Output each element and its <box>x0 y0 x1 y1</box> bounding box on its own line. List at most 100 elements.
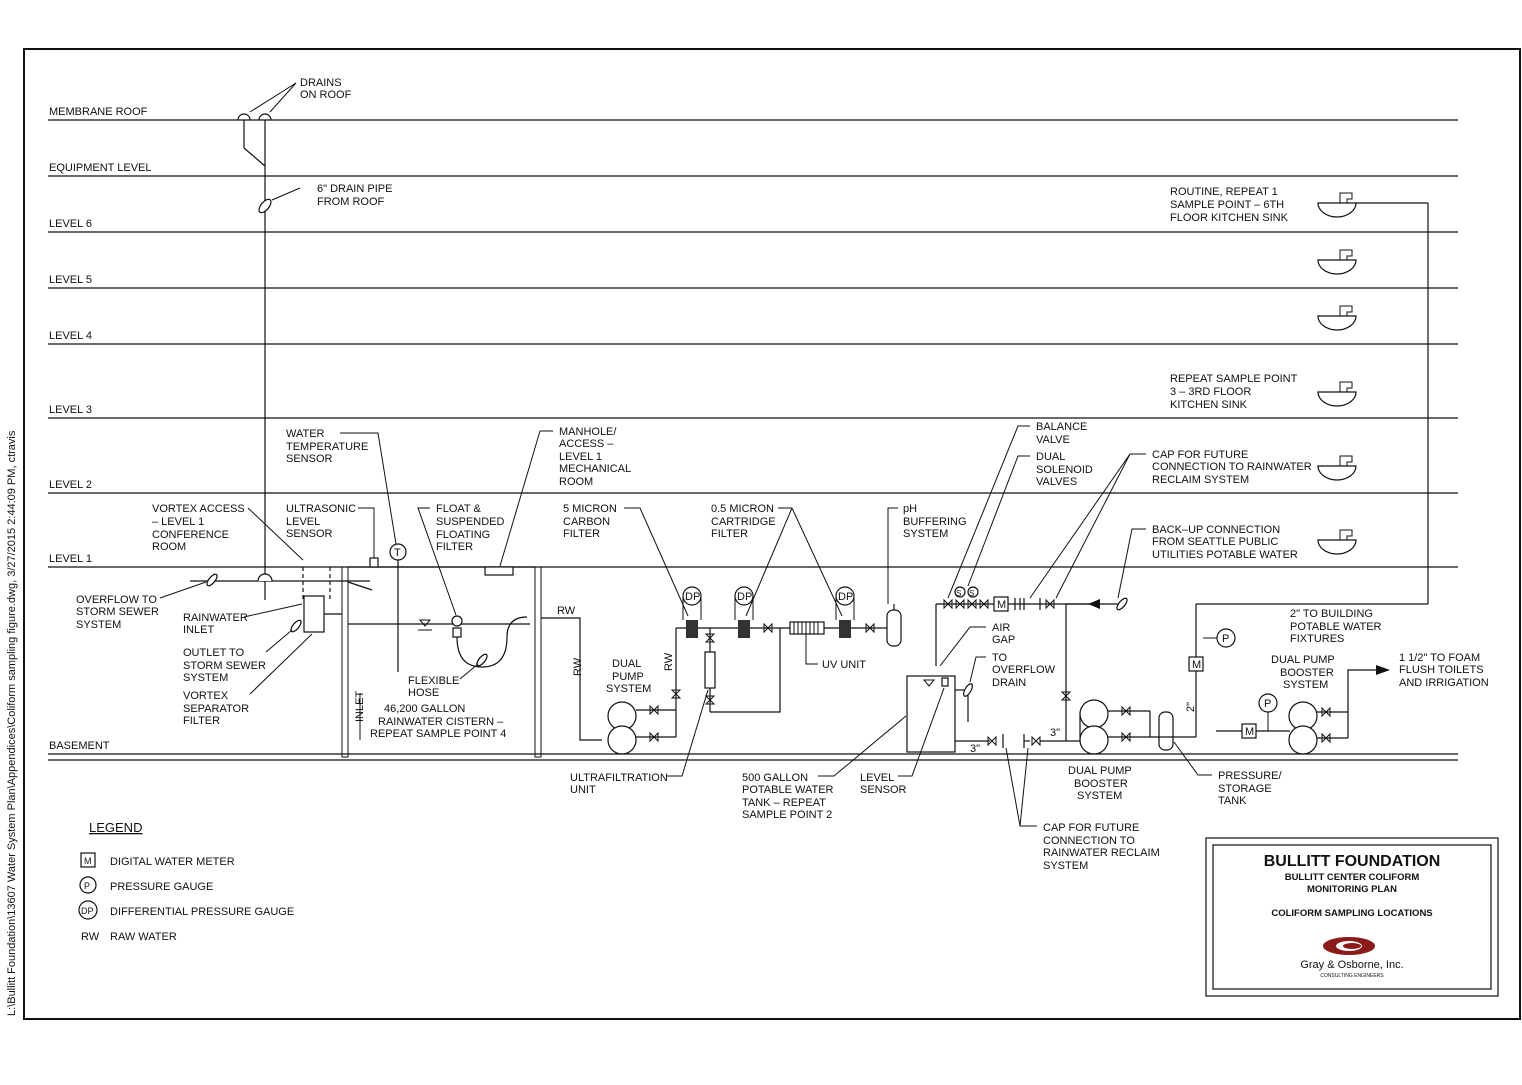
repeat3-label-1: REPEAT SAMPLE POINT <box>1170 373 1298 385</box>
title-block-sub3: COLIFORM SAMPLING LOCATIONS <box>1271 908 1432 919</box>
legend-symbol: M <box>84 856 92 866</box>
dp-gauge-legend-icon <box>78 900 98 920</box>
uv-unit-label: UV UNIT <box>822 659 866 671</box>
booster-upper-label-1: DUAL PUMP <box>1271 654 1335 666</box>
ph-label-3: SYSTEM <box>903 528 948 540</box>
sink-symbols <box>1196 192 1429 605</box>
to-foam-label-2: FLUSH TOILETS <box>1399 664 1484 676</box>
size-2-label: 2" <box>1185 702 1197 712</box>
air-gap-label-1: AIR <box>992 622 1010 634</box>
drain-symbol <box>258 113 272 121</box>
drain-pipe <box>243 147 266 167</box>
cap-future-bottom-label-4: SYSTEM <box>1043 860 1088 872</box>
leader-line <box>269 82 297 113</box>
vortex-sep-label-2: SEPARATOR <box>183 703 249 715</box>
pipe-crossover <box>257 573 273 582</box>
basement-label: BASEMENT <box>49 740 110 752</box>
legend-text: DIFFERENTIAL PRESSURE GAUGE <box>110 906 294 918</box>
pump-icon <box>1079 725 1109 755</box>
solenoid-label-2: SOLENOID <box>1036 464 1093 476</box>
level-sensor <box>941 677 949 687</box>
booster-lower-label-2: BOOSTER <box>1074 778 1128 790</box>
level2-label: LEVEL 2 <box>49 479 92 491</box>
valve-icon <box>979 598 989 610</box>
roof-drains <box>237 82 301 600</box>
pressure-gauge-legend-icon <box>79 876 97 894</box>
title-block-sub2: MONITORING PLAN <box>1307 884 1397 895</box>
float-ball <box>451 615 463 627</box>
rainwater-inlet-label-1: RAINWATER <box>183 612 248 624</box>
cap-future-top-label-2: CONNECTION TO RAINWATER <box>1152 461 1312 473</box>
equipment-level-label: EQUIPMENT LEVEL <box>49 162 152 174</box>
legend-text: RAW WATER <box>110 931 177 943</box>
level6-label: LEVEL 6 <box>49 218 92 230</box>
ultrasonic-label-2: LEVEL <box>286 516 320 528</box>
cistern-wall-right <box>534 566 542 758</box>
file-path-text: L:\Bullitt Foundation\13607 Water System… <box>6 430 18 1016</box>
leader-line <box>271 187 301 201</box>
valve-icon <box>704 695 716 705</box>
inlet-label: INLET <box>354 691 366 722</box>
dp-gauge-text: DP <box>737 591 752 603</box>
water-meter-icon <box>993 596 1009 612</box>
manhole-label-5: ROOM <box>559 476 593 488</box>
drains-label-2: ON ROOF <box>300 89 352 101</box>
manhole-label-2: ACCESS – <box>559 438 614 450</box>
water-meter-letter: M <box>1192 659 1201 671</box>
ultrafiltration-unit <box>704 651 716 689</box>
sink-level4 <box>1317 305 1357 331</box>
overflow-label-2: STORM SEWER <box>76 606 159 618</box>
level-lines <box>48 119 1458 761</box>
pump-icon <box>1079 699 1109 729</box>
raw-water-line <box>541 617 602 741</box>
carbon-filter <box>686 620 698 638</box>
legend: LEGEND M DIGITAL WATER METER P PRESSURE … <box>78 820 294 943</box>
repeat3-label-3: KITCHEN SINK <box>1170 399 1248 411</box>
cistern-label-3: REPEAT SAMPLE POINT 4 <box>370 728 506 740</box>
solenoid-letter: S <box>956 589 961 598</box>
solenoid-valve-icon <box>955 598 965 610</box>
legend-text: DIGITAL WATER METER <box>110 856 235 868</box>
valve-icon <box>865 622 875 634</box>
float-label-3: FLOATING <box>436 529 490 541</box>
sink-level3 <box>1317 381 1357 407</box>
sink-level5 <box>1317 249 1357 275</box>
cartridge-filter <box>738 620 750 638</box>
vortex-access-label-4: ROOM <box>152 541 186 553</box>
cistern-inlet-pipe <box>347 581 373 591</box>
tank500-label-2: POTABLE WATER <box>742 784 834 796</box>
solenoid-icon <box>967 586 979 598</box>
rainwater-inlet-label-2: INLET <box>183 624 214 636</box>
dp-gauge-text: DP <box>685 591 700 603</box>
dp-gauge-text: DP <box>838 591 853 603</box>
solenoid-valve-icon <box>967 598 977 610</box>
company-logo <box>1323 937 1375 955</box>
water-meter-letter: M <box>997 599 1006 611</box>
cap-future-bottom-label-2: CONNECTION TO <box>1043 835 1135 847</box>
drains-label-1: DRAINS <box>300 77 342 89</box>
ultrafiltration-label-2: UNIT <box>570 784 596 796</box>
sink-level2 <box>1317 455 1357 481</box>
meter-legend-icon <box>80 852 96 868</box>
tank500-label-4: SAMPLE POINT 2 <box>742 809 832 821</box>
vortex-sep-label-3: FILTER <box>183 715 220 727</box>
ph-label-1: pH <box>903 503 917 515</box>
float-label-2: SUSPENDED <box>436 516 505 528</box>
cap-future-top-label-1: CAP FOR FUTURE <box>1152 449 1248 461</box>
booster-upper-label-2: BOOSTER <box>1280 667 1334 679</box>
legend-symbol: RW <box>81 931 100 943</box>
valve-icon <box>763 622 773 634</box>
valve-icon <box>649 704 659 716</box>
cistern-area: T <box>190 543 542 758</box>
tank500-label-3: TANK – REPEAT <box>742 797 826 809</box>
cartridge-filter <box>839 620 851 638</box>
to-foam-label-1: 1 1/2" TO FOAM <box>1399 652 1480 664</box>
membrane-roof-label: MEMBRANE ROOF <box>49 106 148 118</box>
float-filter <box>452 627 462 638</box>
cartridge-label-2: CARTRIDGE <box>711 516 776 528</box>
valve-icon <box>704 633 716 643</box>
dual-pump-label-2: PUMP <box>612 671 644 683</box>
logo-subtext: CONSULTING ENGINEERS <box>1320 973 1384 979</box>
